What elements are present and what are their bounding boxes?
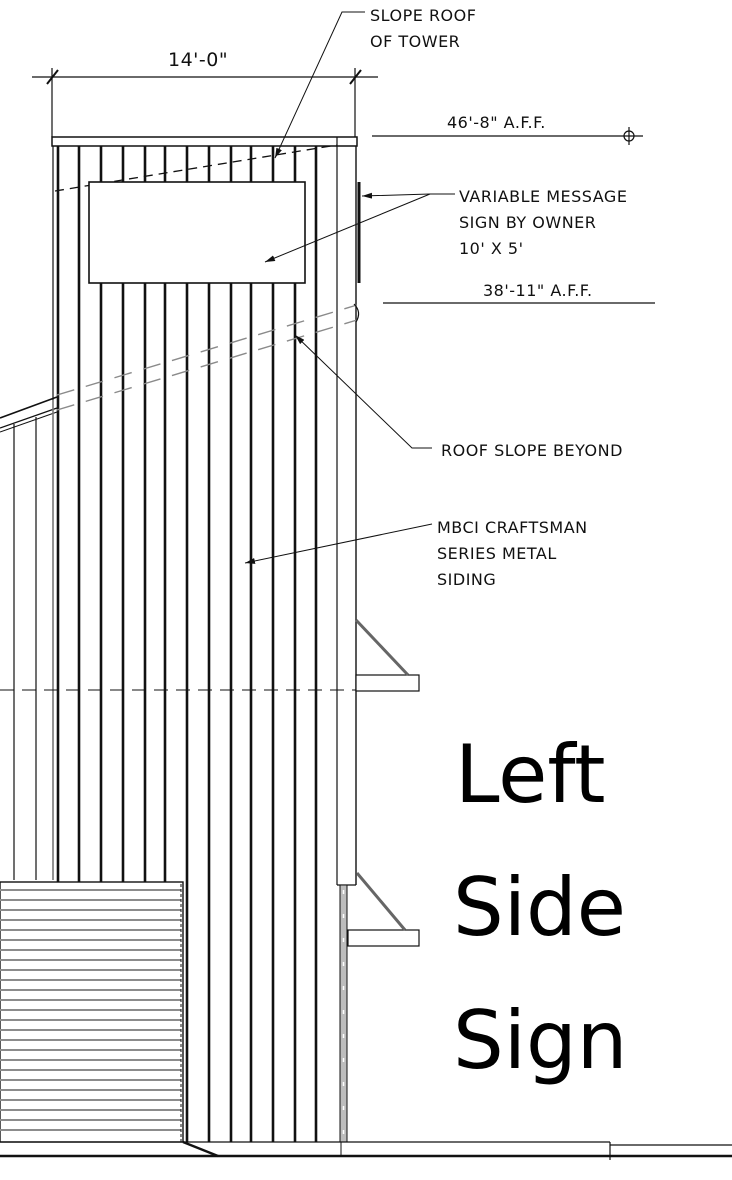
svg-text:OF TOWER: OF TOWER [370,32,460,51]
variable-message-sign [88,181,306,284]
elevation-46-8 [372,127,643,145]
width-dimension [32,68,378,137]
overhead-door [0,881,184,1143]
canopy-upper [354,618,420,692]
roof-slope-beyond-hidden [56,304,358,411]
svg-text:VARIABLE MESSAGE: VARIABLE MESSAGE [459,187,627,206]
column-strip [339,884,348,1143]
callout-metal-siding: MBCI CRAFTSMAN SERIES METAL SIDING [437,518,588,589]
svg-text:Left: Left [455,728,606,821]
elevation-label-38-11: 38'-11" A.F.F. [483,281,593,300]
elevation-label-46-8: 46'-8" A.F.F. [447,113,546,132]
roof-slope-end [353,303,360,323]
sheet-title: Left Side Sign [453,728,628,1087]
callout-slope-roof: SLOPE ROOF OF TOWER [370,6,476,51]
svg-text:MBCI CRAFTSMAN: MBCI CRAFTSMAN [437,518,588,537]
svg-text:Sign: Sign [453,994,628,1087]
tower-cap [51,136,358,147]
svg-text:SLOPE ROOF: SLOPE ROOF [370,6,476,25]
svg-text:10' X 5': 10' X 5' [459,239,523,258]
canopy-lower [347,872,420,947]
svg-text:ROOF SLOPE BEYOND: ROOF SLOPE BEYOND [441,441,623,460]
left-roof-structure [0,396,58,880]
leader-lines [244,11,455,564]
dimension-label: 14'-0" [168,49,228,71]
callout-variable-message-sign: VARIABLE MESSAGE SIGN BY OWNER 10' X 5' [459,187,627,258]
ground-line [0,1140,732,1160]
svg-text:SIDING: SIDING [437,570,496,589]
metal-siding-ribs [77,146,318,1142]
svg-text:SERIES METAL: SERIES METAL [437,544,557,563]
svg-text:SIGN BY OWNER: SIGN BY OWNER [459,213,596,232]
callout-roof-slope-beyond: ROOF SLOPE BEYOND [441,441,623,460]
svg-text:Side: Side [453,861,626,954]
